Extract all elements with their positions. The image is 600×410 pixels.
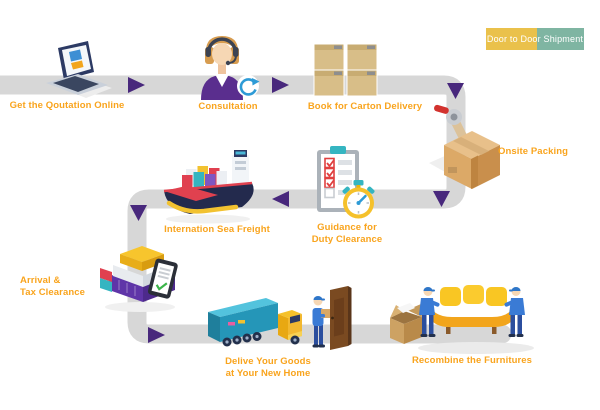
packing-box-tape-icon <box>429 104 500 189</box>
support-agent-icon <box>201 36 260 100</box>
step-label-sea-freight: Internation Sea Freight <box>164 224 270 235</box>
step-label-consultation: Consultation <box>198 101 258 112</box>
step-label-quotation: Get the Qoutation Online <box>9 100 125 111</box>
refresh-icon <box>237 75 260 97</box>
step-label-deliver-goods: Delive Your Goods at Your New Home <box>225 356 311 379</box>
open-box-icon <box>390 303 422 344</box>
cargo-ship-icon <box>163 150 254 224</box>
checklist-stopwatch-icon <box>317 146 375 219</box>
step-label-onsite-packing: Onsite Packing <box>497 146 569 157</box>
step-label-recombine-furnitures: Recombine the Furnitures <box>411 355 533 366</box>
containers-clipboard-icon <box>100 246 178 312</box>
flow-arrow-right-icon <box>128 77 145 93</box>
flow-arrow-down-icon <box>433 191 450 207</box>
mover-person-icon <box>504 287 525 337</box>
clearance-tablet-icon <box>147 258 178 299</box>
step-label-tax-clearance: Arrival & Tax Clearance <box>20 275 86 298</box>
step-label-duty-clearance: Guidance for Duty Clearance <box>311 222 383 245</box>
step-label-carton-delivery: Book for Carton Delivery <box>307 101 423 112</box>
door-icon <box>330 286 352 350</box>
flow-arrow-down-icon <box>447 83 464 99</box>
flow-arrow-right-icon <box>272 77 289 93</box>
sofa-icon <box>427 285 517 334</box>
laptop-icon <box>46 41 112 98</box>
flow-arrow-right-icon <box>148 327 165 343</box>
courier-person-icon <box>312 296 330 348</box>
flow-arrow-left-icon <box>272 191 289 207</box>
movers-sofa-icon <box>390 285 534 354</box>
delivery-truck-door-icon <box>208 286 352 350</box>
truck-icon <box>208 298 302 347</box>
title-badge: Door to Door Shipment <box>486 28 584 50</box>
carton-boxes-icon <box>313 43 378 97</box>
flow-arrow-down-icon <box>130 205 147 221</box>
stopwatch-icon <box>342 180 375 219</box>
mover-person-icon <box>419 287 440 337</box>
headset-icon <box>207 37 237 50</box>
